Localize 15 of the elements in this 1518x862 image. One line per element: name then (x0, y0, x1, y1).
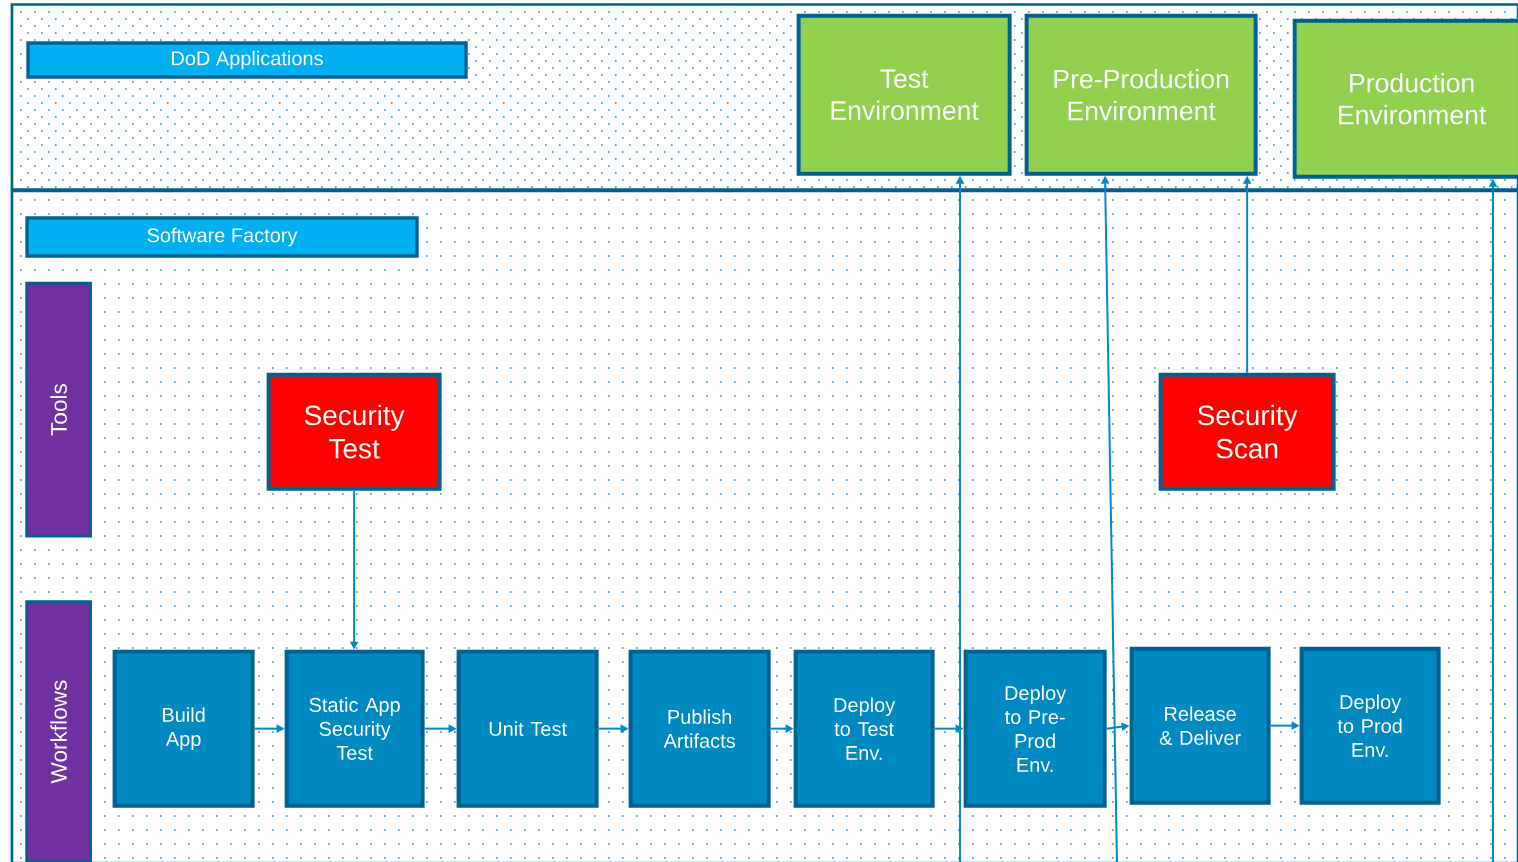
lane-label: Tools (25, 281, 92, 538)
environment-box: Pre-Production Environment (1024, 13, 1258, 176)
workflow-box: Release & Deliver (1129, 646, 1271, 805)
tool-box: Security Scan (1158, 372, 1336, 491)
workflow-box: Deploy to Prod Env. (1299, 646, 1441, 805)
environment-box: Production Environment (1292, 18, 1518, 179)
workflow-box: Build App (112, 649, 255, 808)
workflow-box: Unit Test (456, 649, 599, 808)
workflow-box: Static App Security Test (284, 649, 425, 808)
workflow-box: Deploy to Test Env. (793, 649, 935, 808)
workflow-box: Publish Artifacts (628, 649, 771, 808)
environment-box: Test Environment (796, 13, 1012, 176)
tool-box: Security Test (266, 372, 442, 491)
lane-label: Workflows (25, 600, 92, 862)
workflow-box: Deploy to Pre-Prod Env. (963, 649, 1107, 808)
